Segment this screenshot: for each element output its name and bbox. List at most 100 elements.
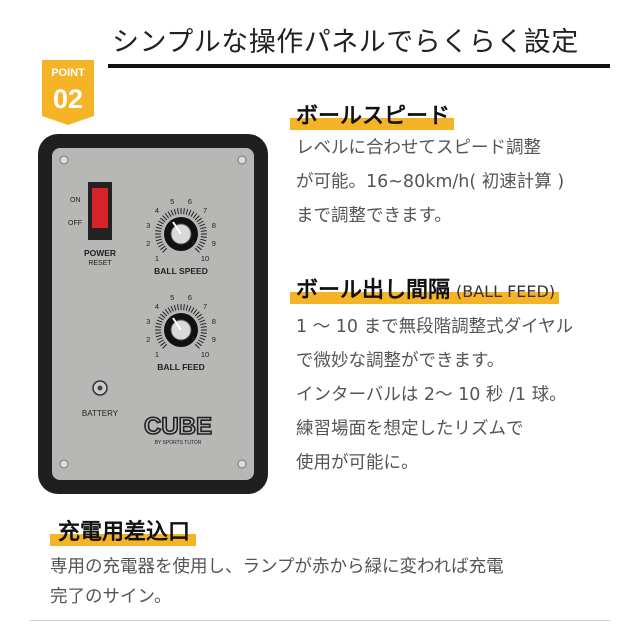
dial-tick (160, 217, 166, 223)
dial-tick (162, 247, 168, 253)
heading-highlight (290, 292, 560, 304)
power-switch (92, 188, 108, 228)
dial-tick (194, 311, 200, 317)
badge-number: 02 (53, 84, 83, 114)
panel-screw (237, 459, 247, 469)
dial-number: 4 (155, 302, 159, 311)
charge-description: 専用の充電器を使用し、ランプが赤から緑に変われば充電 完了のサイン。 (50, 552, 504, 612)
feed-line: で微妙な調整ができます。 (296, 351, 505, 371)
dial-number: 3 (146, 221, 150, 230)
dial-tick (177, 208, 179, 215)
dial-tick (185, 304, 189, 311)
dial-tick (196, 341, 202, 347)
dial-tick (155, 238, 162, 242)
dial-tick (200, 236, 207, 238)
dial-tick (155, 236, 162, 238)
cube-logo: CUBE (144, 413, 212, 440)
dial-tick (198, 220, 204, 225)
panel-screw (237, 155, 247, 165)
dial-tick (200, 226, 207, 230)
dial-tick (156, 241, 163, 245)
speed-line: レベルに合わせてスピード調整 (296, 138, 541, 158)
dial-tick (160, 245, 166, 251)
dial-tick (158, 339, 164, 344)
dial-tick (200, 326, 207, 328)
dial-tick (155, 230, 162, 232)
dial-number: 1 (155, 254, 159, 263)
dial-tick (198, 243, 204, 248)
dial-tick (162, 215, 168, 221)
speed-line: まで調整できます。 (296, 206, 452, 226)
speed-heading-block: ボールスピード (290, 98, 455, 130)
dial-tick (167, 211, 172, 217)
dial-tick (198, 316, 204, 321)
off-label: OFF (68, 220, 82, 227)
dial-tick (200, 238, 207, 242)
dial-number: 6 (188, 197, 192, 206)
dial-tick (190, 211, 195, 217)
battery-label: BATTERY (82, 409, 119, 418)
dial-tick (199, 319, 206, 323)
dial-number: 5 (170, 293, 174, 302)
dial-tick (194, 343, 200, 349)
dial-tick (156, 319, 163, 323)
dial-number: 9 (212, 335, 216, 344)
dial-tick (162, 343, 168, 349)
dial-tick (198, 339, 204, 344)
charge-heading: 充電用差込口 (58, 520, 191, 545)
feed-heading-block: ボール出し間隔(BALL FEED) (290, 272, 560, 304)
dial-tick (188, 209, 192, 216)
dial-tick (167, 307, 172, 313)
heading-highlight (50, 534, 197, 546)
dial-tick (185, 208, 189, 215)
dial-number: 5 (170, 197, 174, 206)
dial-tick (183, 304, 185, 311)
dial-tick (199, 241, 206, 245)
dial-tick (158, 316, 164, 321)
feed-line: 練習場面を想定したリズムで (296, 419, 524, 439)
feed-heading-sub: (BALL FEED) (456, 282, 556, 301)
dial-number: 10 (201, 254, 209, 263)
heading-highlight (290, 118, 455, 130)
dial-tick (160, 313, 166, 319)
panel-screw (59, 459, 69, 469)
on-label: ON (70, 197, 81, 204)
dial-tick (156, 337, 163, 341)
dial-number: 7 (203, 302, 207, 311)
dial-number: 3 (146, 317, 150, 326)
speed-description: レベルに合わせてスピード調整 が可能。16~80km/h( 初速計算 ) まで調… (296, 131, 564, 233)
ball-speed-label: BALL SPEED (154, 266, 208, 276)
cube-logo-sub: BY SPORTS TUTOR (155, 440, 202, 446)
dial-tick (160, 341, 166, 347)
dial-tick (196, 217, 202, 223)
dial-tick (170, 305, 174, 312)
dial-tick (194, 247, 200, 253)
speed-line: が可能。16~80km/h( 初速計算 ) (296, 172, 565, 192)
dial-tick (183, 208, 185, 215)
power-label: POWER (84, 248, 116, 258)
dial-tick (188, 305, 192, 312)
dial-tick (173, 304, 177, 311)
dial-tick (158, 243, 164, 248)
dial-tick (192, 213, 198, 219)
footer-rule (30, 620, 610, 621)
dial-tick (190, 307, 195, 313)
dial-tick (158, 220, 164, 225)
dial-tick (156, 223, 163, 227)
charging-port-pin (97, 385, 103, 391)
feed-line: インターバルは 2～ 10 秒 /1 球。 (296, 385, 567, 405)
dial-pointer (172, 221, 182, 235)
feed-description: 1 ～ 10 まで無段階調整式ダイヤル で微妙な調整ができます。 インターバルは… (296, 310, 573, 480)
dial-number: 7 (203, 206, 207, 215)
dial-tick (200, 230, 207, 232)
dial-number: 1 (155, 350, 159, 359)
feed-line: 使用が可能に。 (296, 453, 419, 473)
dial-tick (177, 304, 179, 311)
dial-tick (173, 208, 177, 215)
dial-tick (196, 313, 202, 319)
dial-tick (196, 245, 202, 251)
